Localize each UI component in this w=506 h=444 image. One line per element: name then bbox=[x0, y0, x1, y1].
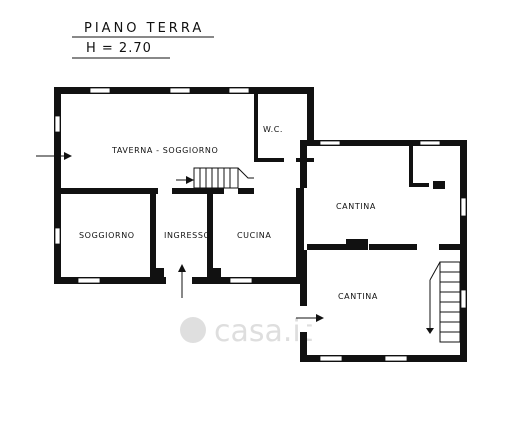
watermark-logo-icon bbox=[180, 317, 206, 343]
room-label-wc: W.C. bbox=[263, 125, 283, 134]
arrow-right-icon bbox=[64, 152, 72, 160]
entry-arrows bbox=[36, 152, 324, 322]
interior-walls-right bbox=[307, 146, 461, 250]
walls-right-block bbox=[300, 140, 467, 362]
walls-left-block bbox=[54, 87, 314, 284]
interior-walls-left bbox=[54, 94, 314, 278]
room-label-cantina-upper: CANTINA bbox=[336, 202, 376, 211]
arrow-up-icon bbox=[178, 264, 186, 272]
watermark-text: casa.it bbox=[214, 314, 313, 349]
staircase-taverna bbox=[176, 167, 254, 189]
watermark: casa.it bbox=[180, 314, 313, 349]
room-label-taverna-soggiorno: TAVERNA - SOGGIORNO bbox=[111, 146, 218, 155]
plan-title: PIANO TERRA bbox=[84, 21, 204, 36]
room-label-ingresso: INGRESSO bbox=[164, 231, 210, 240]
staircase-cantina bbox=[426, 261, 461, 343]
room-label-cantina-lower: CANTINA bbox=[338, 292, 378, 301]
room-label-soggiorno: SOGGIORNO bbox=[79, 231, 135, 240]
room-label-cucina: CUCINA bbox=[237, 231, 271, 240]
arrow-right-icon-2 bbox=[316, 314, 324, 322]
ceiling-height-label: H = 2.70 bbox=[86, 41, 152, 56]
